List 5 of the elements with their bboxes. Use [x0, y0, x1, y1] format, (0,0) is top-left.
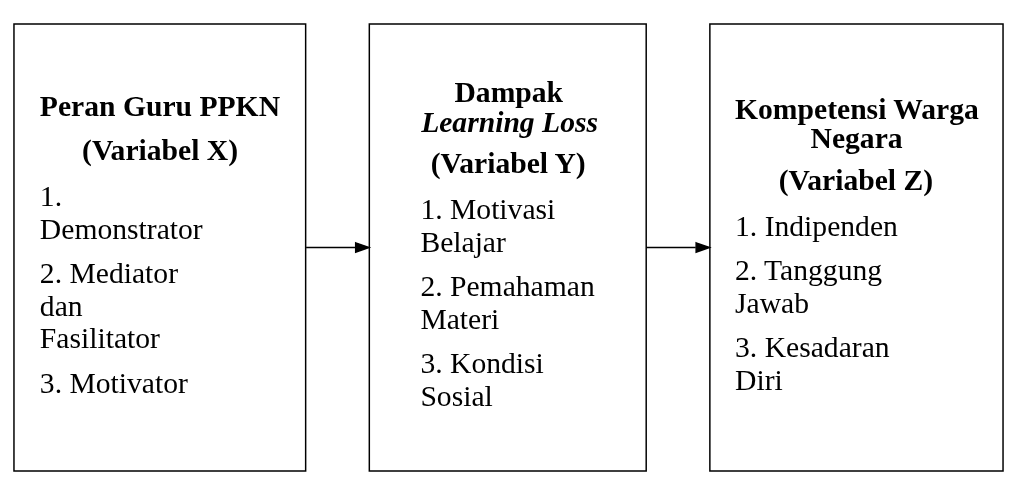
- node-box: Dampak Learning Loss (Variabel Y) 1. Motivasi Belajar 2. Pemahaman Materi 3. Kondisi Sosial: [368, 23, 647, 472]
- node-box: Kompetensi Warga Negara (Variabel Z) 1. Indipenden 2. Tanggung Jawab 3. Kesadaran Diri: [709, 23, 1004, 472]
- node-box: Peran Guru PPKN (Variabel X) 1. Demonstrator 2. Mediator dan Fasilitator 3. Motivator: [13, 23, 307, 472]
- arrow: [645, 241, 712, 254]
- arrow: [305, 241, 372, 254]
